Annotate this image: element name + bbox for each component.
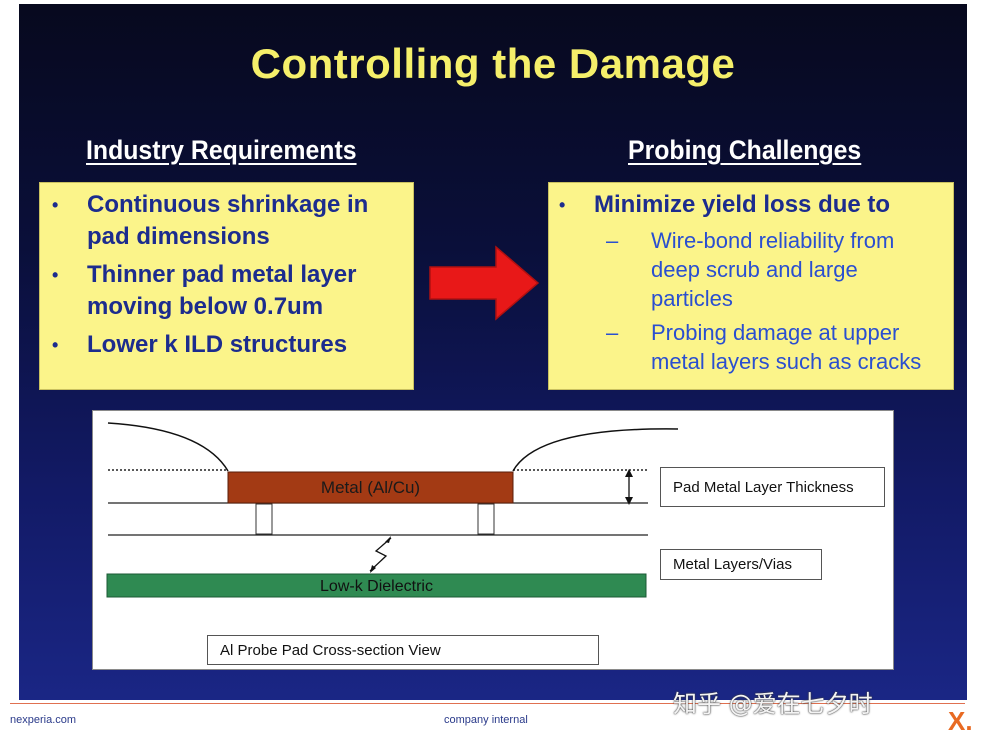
bullet-icon: •: [559, 195, 566, 215]
watermark: 知乎 @爱在七夕时: [673, 690, 873, 718]
requirement-item: • Continuous shrinkage in pad dimensions: [52, 189, 407, 253]
heading-industry-requirements: Industry Requirements: [86, 135, 357, 165]
requirement-line: Lower k ILD structures: [87, 331, 348, 358]
dielectric-label: Low-k Dielectric: [320, 578, 433, 595]
sub-line: Wire-bond reliability from: [651, 228, 895, 253]
bullet-icon: •: [52, 195, 59, 215]
requirement-line: Continuous shrinkage in: [87, 191, 369, 218]
slide: Controlling the Damage Industry Requirem…: [19, 4, 967, 700]
challenge-text: Minimize yield loss due to: [594, 191, 891, 218]
sub-line: Probing damage at upper: [651, 320, 900, 345]
requirement-item: • Thinner pad metal layer moving below 0.…: [52, 259, 407, 323]
sub-line: particles: [651, 286, 733, 311]
requirement-line: pad dimensions: [87, 223, 270, 250]
footer-website-link[interactable]: nexperia.com: [10, 714, 77, 726]
thickness-label: Pad Metal Layer Thickness: [660, 467, 885, 507]
heading-probing-challenges: Probing Challenges: [628, 135, 862, 165]
requirement-line: Thinner pad metal layer: [87, 261, 357, 288]
sub-item: – Wire-bond reliability from deep scrub a…: [606, 226, 946, 313]
right-arrow-icon: [429, 245, 540, 321]
sub-line: deep scrub and large: [651, 257, 858, 282]
requirement-item: • Lower k ILD structures: [52, 329, 407, 361]
dash-icon: –: [606, 228, 619, 253]
slide-title: Controlling the Damage: [250, 40, 736, 87]
footer-classification: company internal: [444, 714, 528, 726]
nexperia-logo: X.: [948, 706, 973, 736]
vias-label: Metal Layers/Vias: [660, 549, 822, 580]
bullet-icon: •: [52, 335, 59, 355]
bullet-icon: •: [52, 265, 59, 285]
requirement-line: moving below 0.7um: [87, 293, 324, 320]
sub-line: metal layers such as cracks: [651, 349, 922, 374]
cross-section-drawing: [106, 422, 679, 598]
dash-icon: –: [606, 320, 619, 345]
cross-section-diagram: Metal (Al/Cu) Low-k Dielectric Pad Metal…: [92, 410, 894, 670]
metal-label: Metal (Al/Cu): [320, 478, 421, 497]
sub-item: – Probing damage at upper metal layers su…: [606, 318, 946, 376]
footer-divider: [10, 703, 965, 704]
challenges-box: • Minimize yield loss due to – Wire-bond…: [548, 182, 954, 390]
caption-label: Al Probe Pad Cross-section View: [207, 635, 599, 665]
challenge-item: • Minimize yield loss due to: [559, 189, 949, 221]
